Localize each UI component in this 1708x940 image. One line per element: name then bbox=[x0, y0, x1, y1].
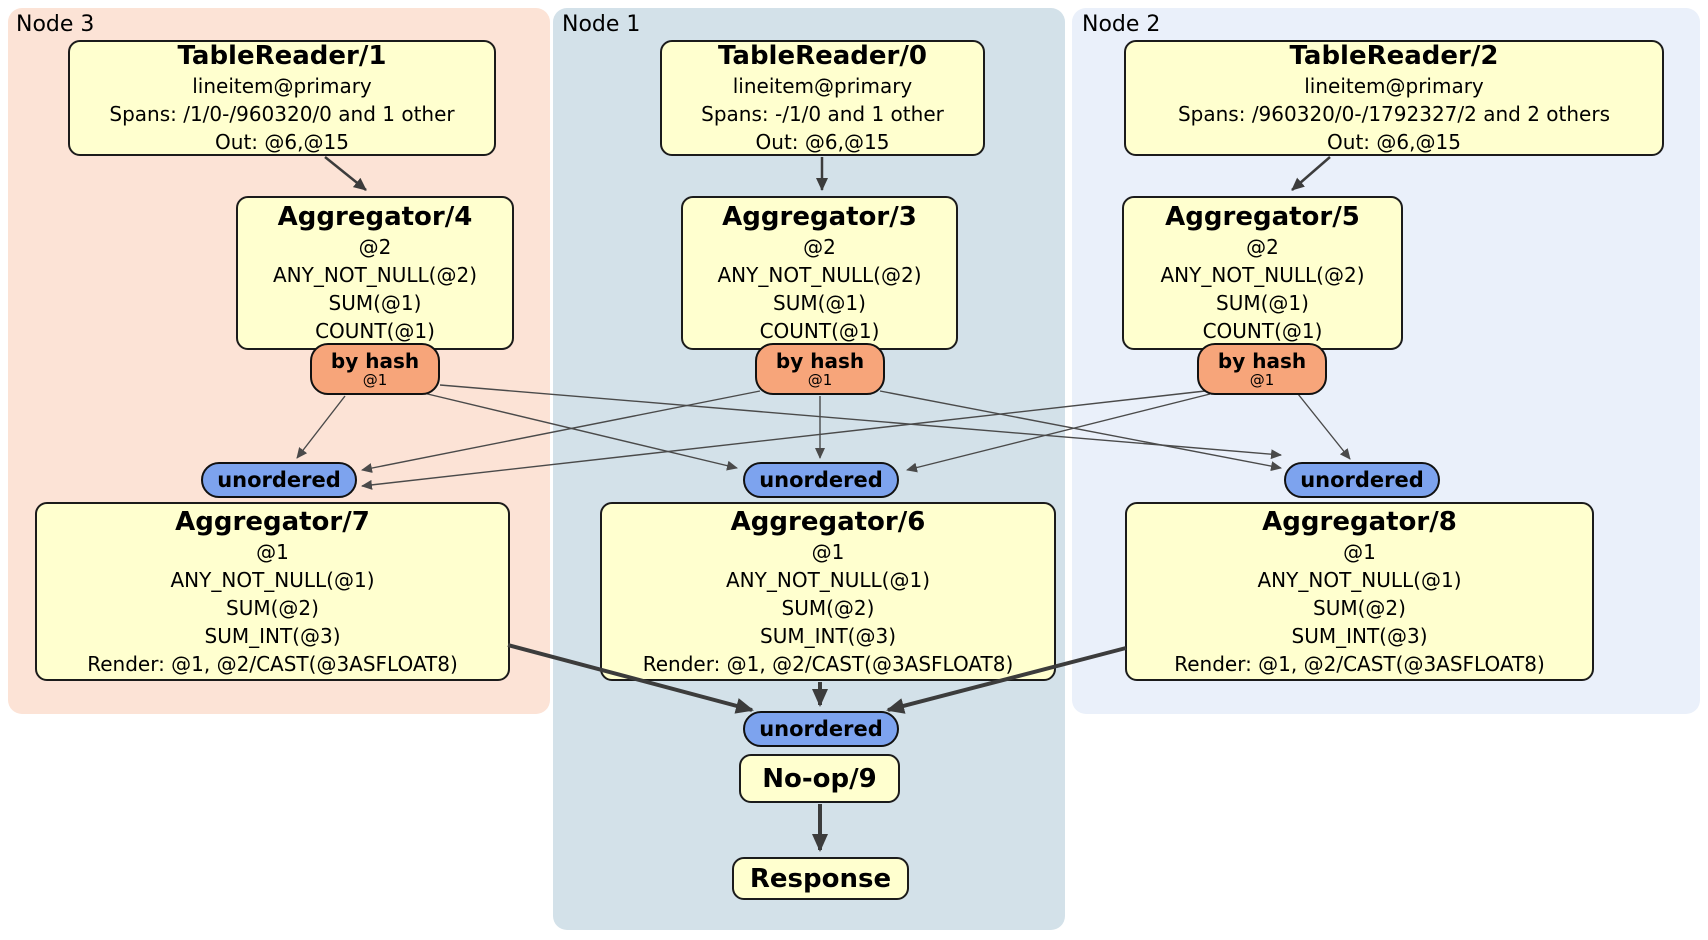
node-line: SUM(@2) bbox=[781, 595, 875, 620]
node-line: COUNT(@1) bbox=[315, 319, 435, 343]
node-line: ANY_NOT_NULL(@2) bbox=[717, 263, 922, 287]
stream-label: unordered bbox=[1300, 468, 1424, 492]
stream-label: unordered bbox=[217, 468, 341, 492]
router-label: by hash bbox=[775, 348, 865, 373]
node-title: Aggregator/8 bbox=[1262, 506, 1457, 537]
node-line: @1 bbox=[256, 539, 289, 564]
node-tablereader-0: TableReader/0 lineitem@primary Spans: -/… bbox=[660, 40, 985, 156]
node-line: SUM(@1) bbox=[1216, 291, 1309, 315]
node-line: Spans: -/1/0 and 1 other bbox=[701, 102, 944, 126]
router-key: @1 bbox=[362, 370, 388, 389]
node-line: SUM_INT(@3) bbox=[1291, 623, 1428, 648]
node-line: ANY_NOT_NULL(@2) bbox=[1160, 263, 1365, 287]
node-tablereader-1: TableReader/1 lineitem@primary Spans: /1… bbox=[68, 40, 496, 156]
node-line: SUM(@1) bbox=[773, 291, 866, 315]
node-line: SUM(@2) bbox=[226, 595, 319, 620]
node-tablereader-2: TableReader/2 lineitem@primary Spans: /9… bbox=[1124, 40, 1664, 156]
node-title: TableReader/1 bbox=[177, 41, 387, 71]
node-aggregator-3: Aggregator/3 @2 ANY_NOT_NULL(@2) SUM(@1)… bbox=[681, 196, 958, 350]
node-title: Aggregator/5 bbox=[1165, 202, 1360, 232]
stream-unordered-agg7: unordered bbox=[201, 462, 357, 498]
node-line: @1 bbox=[811, 539, 845, 564]
region-label-node-3: Node 3 bbox=[16, 12, 95, 37]
node-line: ANY_NOT_NULL(@2) bbox=[273, 263, 477, 287]
stream-label: unordered bbox=[759, 468, 883, 492]
node-line: lineitem@primary bbox=[732, 74, 913, 98]
node-line: SUM_INT(@3) bbox=[204, 623, 341, 648]
node-title: TableReader/2 bbox=[1289, 41, 1499, 71]
node-line: Render: @1, @2/CAST(@3ASFLOAT8) bbox=[87, 651, 458, 676]
node-line: lineitem@primary bbox=[1304, 74, 1484, 98]
node-line: @2 bbox=[803, 235, 836, 259]
node-title: No-op/9 bbox=[762, 763, 877, 794]
node-title: TableReader/0 bbox=[718, 41, 927, 71]
node-aggregator-7: Aggregator/7 @1 ANY_NOT_NULL(@1) SUM(@2)… bbox=[35, 502, 510, 681]
node-line: lineitem@primary bbox=[192, 74, 372, 98]
node-aggregator-8: Aggregator/8 @1 ANY_NOT_NULL(@1) SUM(@2)… bbox=[1125, 502, 1594, 681]
router-key: @1 bbox=[1249, 370, 1275, 389]
node-aggregator-4: Aggregator/4 @2 ANY_NOT_NULL(@2) SUM(@1)… bbox=[236, 196, 514, 350]
node-line: @1 bbox=[1343, 539, 1376, 564]
region-label-node-2: Node 2 bbox=[1082, 12, 1161, 37]
router-by-hash-agg4: by hash @1 bbox=[310, 343, 440, 395]
node-line: SUM(@2) bbox=[1313, 595, 1406, 620]
node-title: Aggregator/4 bbox=[277, 202, 473, 232]
node-line: @2 bbox=[1246, 235, 1279, 259]
node-line: ANY_NOT_NULL(@1) bbox=[726, 567, 930, 592]
node-line: Out: @6,@15 bbox=[1327, 130, 1461, 154]
node-title: Aggregator/7 bbox=[175, 506, 370, 537]
router-label: by hash bbox=[1217, 348, 1307, 373]
stream-unordered-agg6: unordered bbox=[743, 462, 899, 498]
router-key: @1 bbox=[807, 370, 833, 389]
stream-unordered-agg8: unordered bbox=[1284, 462, 1440, 498]
router-by-hash-agg3: by hash @1 bbox=[755, 343, 885, 395]
node-response: Response bbox=[732, 857, 909, 900]
node-aggregator-6: Aggregator/6 @1 ANY_NOT_NULL(@1) SUM(@2)… bbox=[600, 502, 1056, 681]
node-line: Render: @1, @2/CAST(@3ASFLOAT8) bbox=[1174, 651, 1545, 676]
node-line: Render: @1, @2/CAST(@3ASFLOAT8) bbox=[642, 651, 1014, 676]
node-title: Response bbox=[749, 863, 892, 894]
stream-unordered-final: unordered bbox=[743, 711, 899, 747]
stream-label: unordered bbox=[759, 717, 883, 741]
region-label-node-1: Node 1 bbox=[562, 12, 641, 37]
node-line: ANY_NOT_NULL(@1) bbox=[170, 567, 375, 592]
node-line: Spans: /1/0-/960320/0 and 1 other bbox=[109, 102, 455, 126]
node-line: Out: @6,@15 bbox=[755, 130, 890, 154]
node-title: Aggregator/3 bbox=[722, 202, 917, 232]
node-line: @2 bbox=[358, 235, 392, 259]
node-line: ANY_NOT_NULL(@1) bbox=[1257, 567, 1462, 592]
node-title: Aggregator/6 bbox=[730, 506, 926, 537]
node-line: Out: @6,@15 bbox=[215, 130, 349, 154]
node-line: SUM(@1) bbox=[328, 291, 422, 315]
node-line: COUNT(@1) bbox=[1202, 319, 1323, 343]
node-noop-9: No-op/9 bbox=[739, 754, 900, 803]
node-aggregator-5: Aggregator/5 @2 ANY_NOT_NULL(@2) SUM(@1)… bbox=[1122, 196, 1403, 350]
node-line: COUNT(@1) bbox=[759, 319, 880, 343]
node-line: Spans: /960320/0-/1792327/2 and 2 others bbox=[1177, 102, 1610, 126]
node-line: SUM_INT(@3) bbox=[760, 623, 896, 648]
router-label: by hash bbox=[330, 348, 420, 373]
router-by-hash-agg5: by hash @1 bbox=[1197, 343, 1327, 395]
